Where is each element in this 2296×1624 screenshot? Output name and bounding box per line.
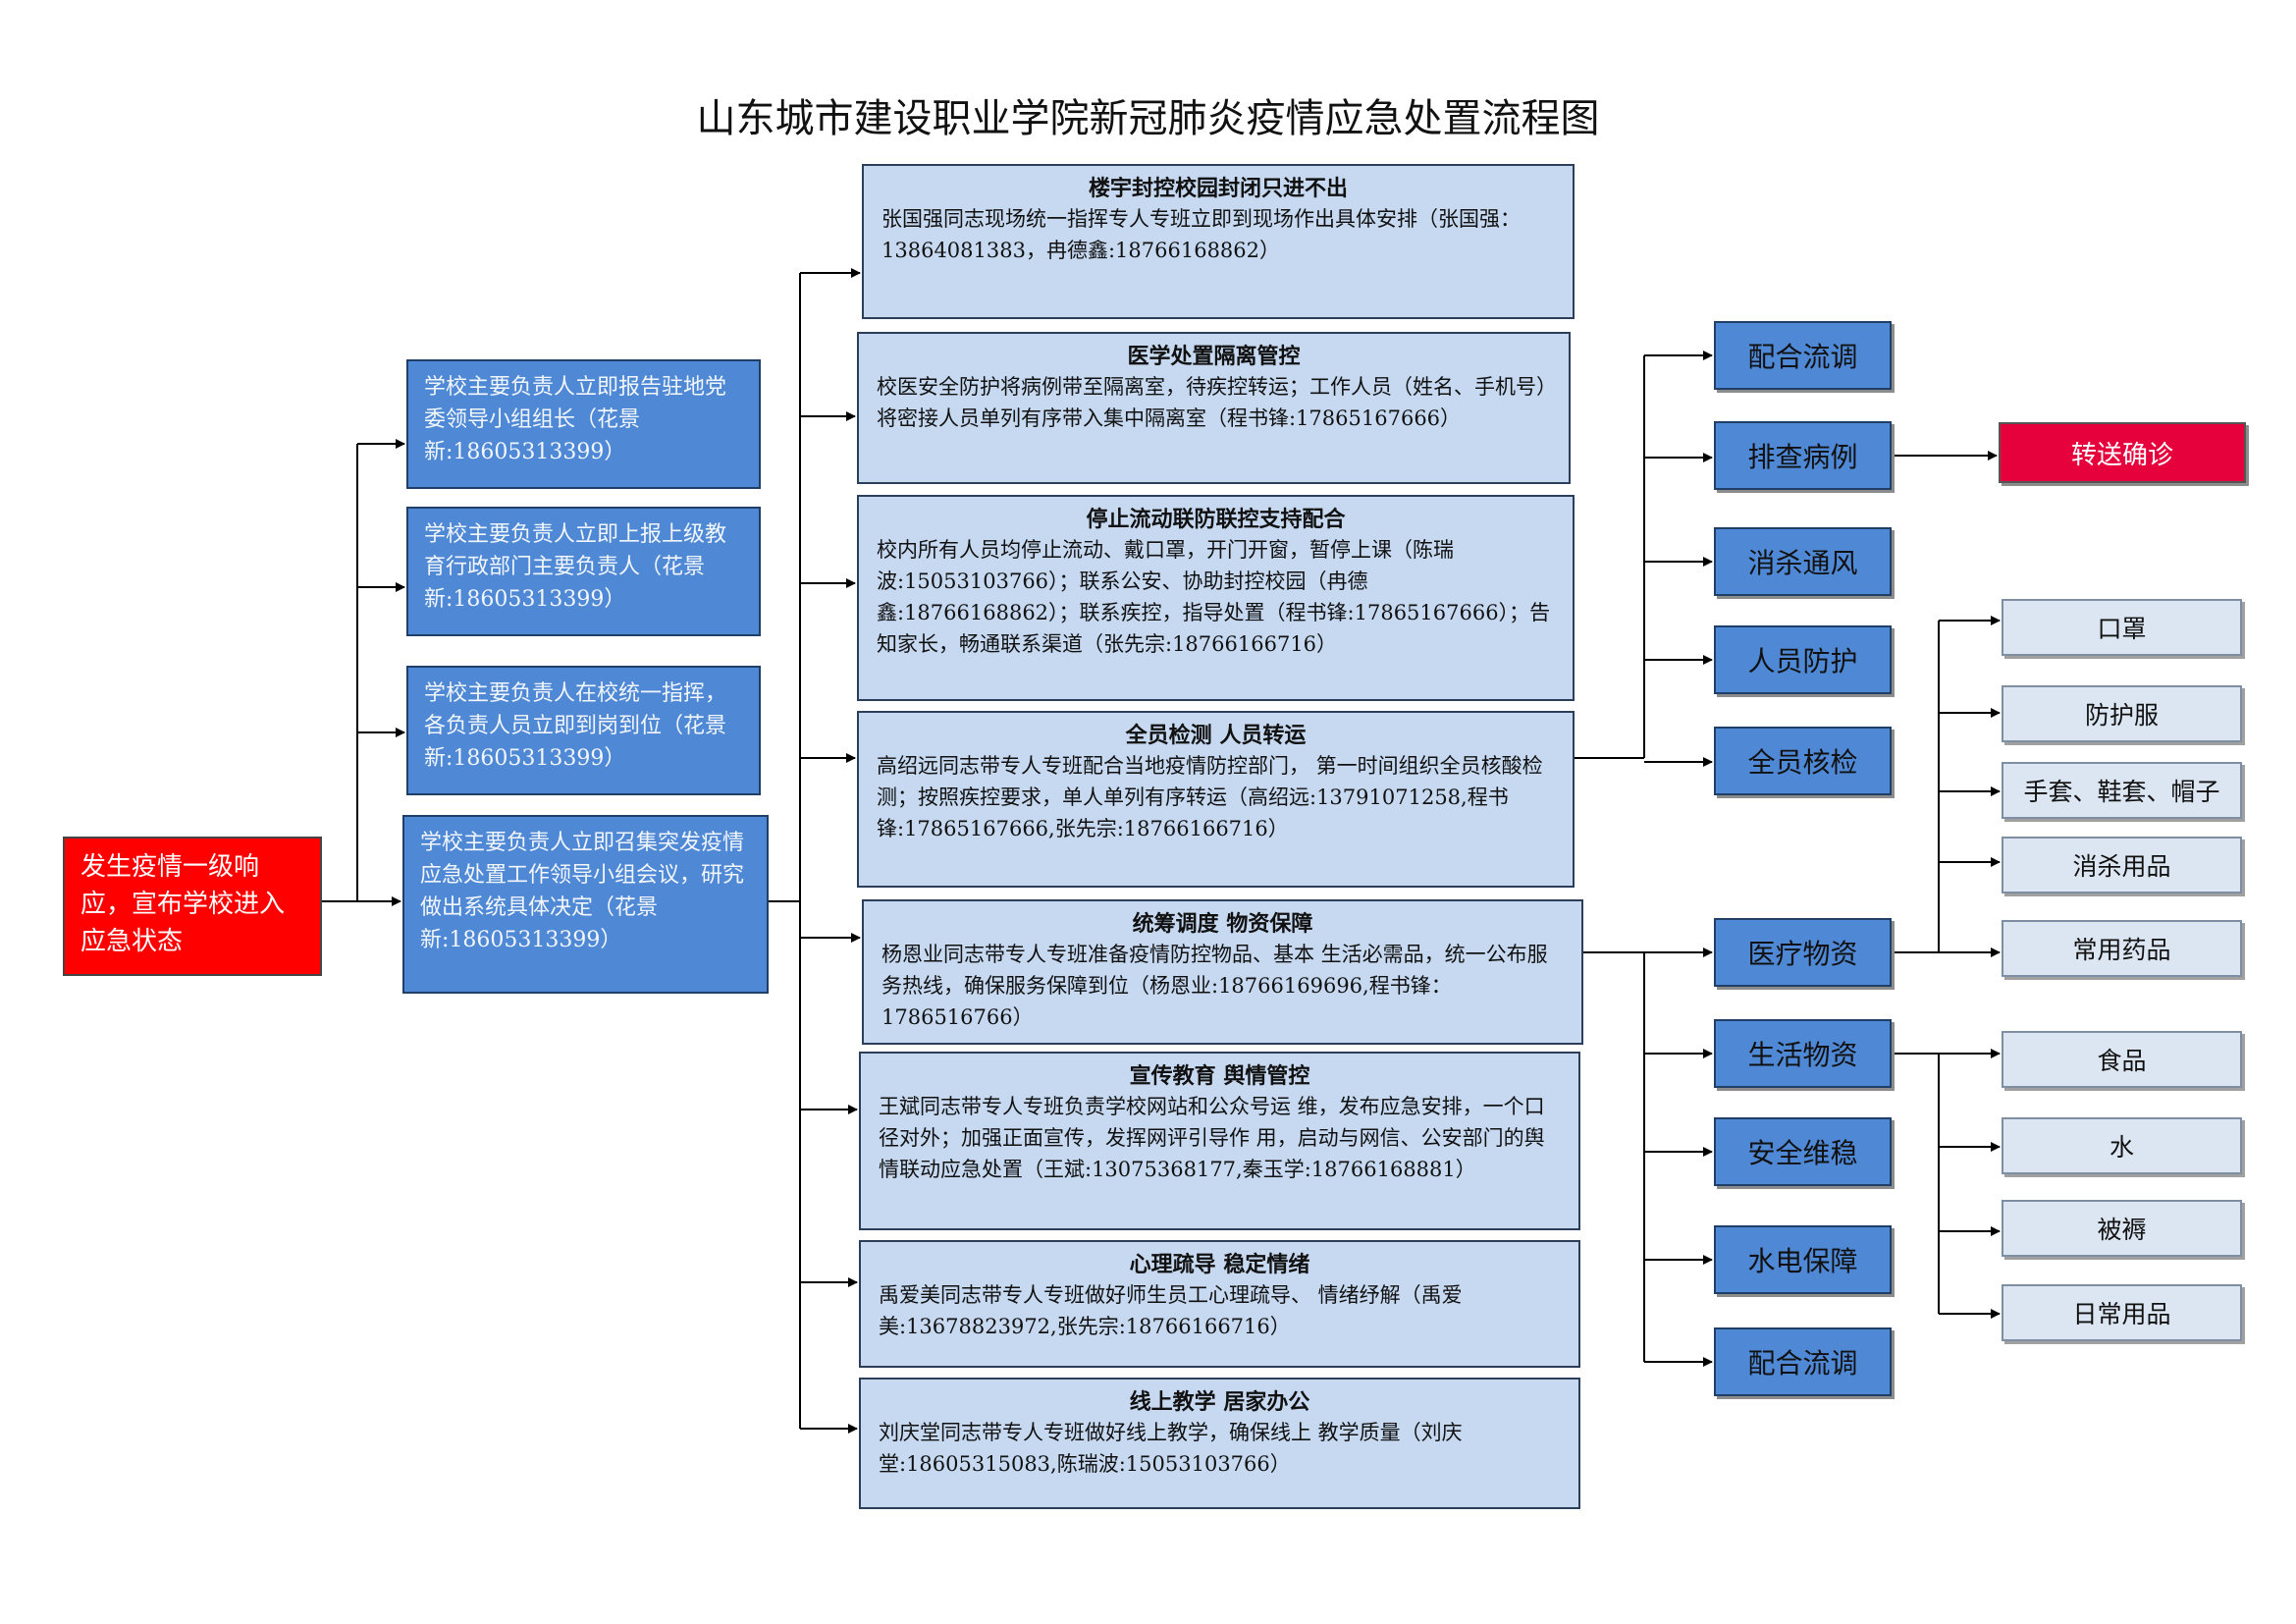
- supply-item-medical: 医疗物资: [1714, 918, 1892, 987]
- action-box-joint-control: 停止流动联防联控支持配合 校内所有人员均停止流动、戴口罩，开门开窗，暂停上课（陈…: [857, 495, 1575, 701]
- supply-item-living: 生活物资: [1714, 1019, 1892, 1088]
- action-body: 杨恩业同志带专人专班准备疫情防控物品、基本 生活必需品，统一公布服务热线，确保服…: [881, 943, 1548, 1029]
- action-heading: 统筹调度 物资保障: [1132, 911, 1313, 937]
- start-text: 发生疫情一级响应，宣布学校进入应急状态: [80, 852, 286, 956]
- leader-text: 学校主要负责人立即召集突发疫情应急处置工作领导小组会议，研究做出系统具体决定（花…: [420, 831, 745, 952]
- action-box-supplies: 统筹调度 物资保障 杨恩业同志带专人专班准备疫情防控物品、基本 生活必需品，统一…: [862, 899, 1583, 1045]
- action-heading: 医学处置隔离管控: [1127, 344, 1301, 369]
- medical-item-protective-suits: 防护服: [2002, 685, 2242, 742]
- action-box-psychology: 心理疏导 稳定情绪 禹爱美同志带专人专班做好师生员工心理疏导、 情绪纾解（禹爱美…: [859, 1240, 1580, 1368]
- testing-item-full-testing: 全员核检: [1714, 727, 1892, 795]
- action-heading: 线上教学 居家办公: [1129, 1389, 1310, 1415]
- action-box-online-teaching: 线上教学 居家办公 刘庆堂同志带专人专班做好线上教学，确保线上 教学质量（刘庆堂…: [859, 1378, 1580, 1509]
- living-item-water: 水: [2002, 1117, 2242, 1174]
- testing-item-contact-tracing: 配合流调: [1714, 321, 1892, 390]
- leader-box-2: 学校主要负责人立即上报上级教育行政部门主要负责人（花景新:18605313399…: [406, 507, 761, 636]
- leader-text: 学校主要负责人立即上报上级教育行政部门主要负责人（花景新:18605313399…: [424, 522, 727, 612]
- leader-box-1: 学校主要负责人立即报告驻地党委领导小组组长（花景新:18605313399）: [406, 359, 761, 489]
- action-body: 校医安全防护将病例带至隔离室，待疾控转运；工作人员（姓名、手机号）将密接人员单列…: [877, 375, 1547, 430]
- action-body: 禹爱美同志带专人专班做好师生员工心理疏导、 情绪纾解（禹爱美:136788239…: [879, 1283, 1463, 1338]
- action-body: 高绍远同志带专人专班配合当地疫情防控部门， 第一时间组织全员核酸检测；按照疾控要…: [877, 754, 1543, 840]
- action-heading: 楼宇封控校园封闭只进不出: [1088, 176, 1348, 201]
- start-box: 发生疫情一级响应，宣布学校进入应急状态: [63, 837, 322, 976]
- action-heading: 宣传教育 舆情管控: [1129, 1063, 1310, 1089]
- supply-item-contact-tracing: 配合流调: [1714, 1327, 1892, 1396]
- action-box-publicity: 宣传教育 舆情管控 王斌同志带专人专班负责学校网站和公众号运 维，发布应急安排，…: [859, 1052, 1580, 1230]
- action-body: 王斌同志带专人专班负责学校网站和公众号运 维，发布应急安排，一个口径对外；加强正…: [879, 1095, 1545, 1181]
- leader-text: 学校主要负责人在校统一指挥，各负责人员立即到岗到位（花景新:1860531339…: [424, 681, 727, 771]
- leader-box-3: 学校主要负责人在校统一指挥，各负责人员立即到岗到位（花景新:1860531339…: [406, 666, 761, 795]
- action-body: 校内所有人员均停止流动、戴口罩，开门开窗，暂停上课（陈瑞波:1505310376…: [877, 538, 1551, 656]
- page-title: 山东城市建设职业学院新冠肺炎疫情应急处置流程图: [696, 96, 1600, 141]
- action-box-isolation: 医学处置隔离管控 校医安全防护将病例带至隔离室，待疾控转运；工作人员（姓名、手机…: [857, 332, 1571, 484]
- action-heading: 心理疏导 稳定情绪: [1129, 1252, 1310, 1277]
- action-heading: 停止流动联防联控支持配合: [1086, 507, 1346, 532]
- medical-item-gloves-covers: 手套、鞋套、帽子: [2002, 762, 2242, 819]
- living-item-daily-necessities: 日常用品: [2002, 1284, 2242, 1341]
- action-heading: 全员检测 人员转运: [1125, 723, 1307, 748]
- action-body: 刘庆堂同志带专人专班做好线上教学，确保线上 教学质量（刘庆堂:186053150…: [879, 1421, 1463, 1476]
- medical-item-disinfectants: 消杀用品: [2002, 837, 2242, 893]
- leader-box-4: 学校主要负责人立即召集突发疫情应急处置工作领导小组会议，研究做出系统具体决定（花…: [402, 815, 769, 994]
- transfer-box: 转送确诊: [1999, 422, 2246, 483]
- living-item-food: 食品: [2002, 1031, 2242, 1088]
- leader-text: 学校主要负责人立即报告驻地党委领导小组组长（花景新:18605313399）: [424, 375, 727, 464]
- supply-item-utilities: 水电保障: [1714, 1225, 1892, 1294]
- testing-item-disinfection: 消杀通风: [1714, 527, 1892, 596]
- testing-item-protection: 人员防护: [1714, 625, 1892, 694]
- action-box-testing: 全员检测 人员转运 高绍远同志带专人专班配合当地疫情防控部门， 第一时间组织全员…: [857, 711, 1575, 888]
- living-item-bedding: 被褥: [2002, 1200, 2242, 1257]
- action-body: 张国强同志现场统一指挥专人专班立即到现场作出具体安排（张国强：138640813…: [881, 207, 1521, 262]
- medical-item-masks: 口罩: [2002, 599, 2242, 656]
- supply-item-security: 安全维稳: [1714, 1117, 1892, 1186]
- action-box-lockdown: 楼宇封控校园封闭只进不出 张国强同志现场统一指挥专人专班立即到现场作出具体安排（…: [862, 164, 1575, 319]
- medical-item-common-drugs: 常用药品: [2002, 920, 2242, 977]
- testing-item-case-screening: 排查病例: [1714, 421, 1892, 490]
